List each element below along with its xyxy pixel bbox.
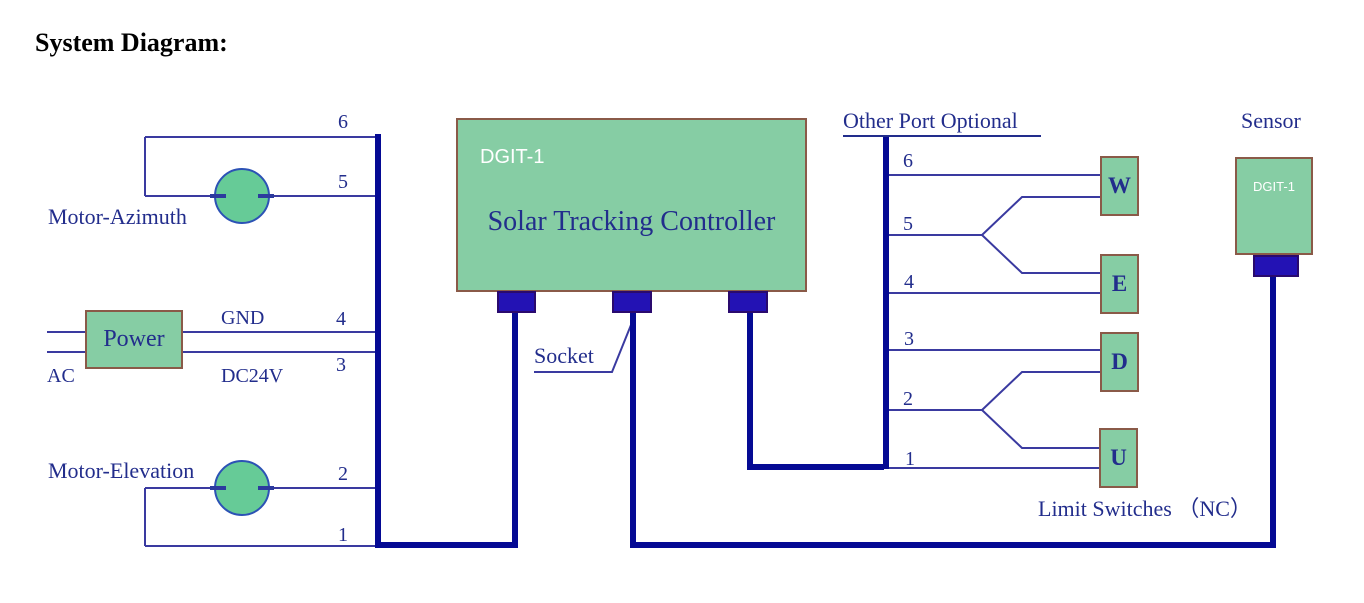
dc24v-label: DC24V (221, 365, 284, 387)
limit-switch-d-box: D (1100, 332, 1139, 392)
left-pin-1: 1 (338, 524, 348, 546)
socket-3 (728, 291, 768, 313)
limit-switch-e-box: E (1100, 254, 1139, 314)
socket-1 (497, 291, 536, 313)
motor-elevation-label: Motor-Elevation (48, 458, 195, 483)
other-port-optional-label: Other Port Optional (843, 110, 1041, 137)
right-pin-3: 3 (904, 328, 914, 350)
left-pin-5: 5 (338, 171, 348, 193)
sensor-box: DGIT-1 (1235, 157, 1313, 255)
wire-right-2-branch-d (981, 371, 1100, 411)
limit-switch-d-label: D (1111, 349, 1128, 374)
right-pin-1: 1 (905, 448, 915, 470)
left-pin-2: 2 (338, 463, 348, 485)
left-pin-4: 4 (336, 308, 346, 330)
ac-label: AC (47, 365, 75, 387)
left-pin-3: 3 (336, 354, 346, 376)
page-title: System Diagram: (35, 28, 228, 57)
sensor-model-label: DGIT-1 (1253, 179, 1295, 194)
limit-switches-label: Limit Switches （NC） (1038, 496, 1252, 521)
wire-right-5-branch-e (981, 234, 1100, 274)
right-pin-4: 4 (904, 271, 914, 293)
socket-label: Socket (534, 343, 594, 368)
right-pin-5: 5 (903, 213, 913, 235)
sensor-connector (1253, 255, 1299, 277)
sensor-label: Sensor (1241, 108, 1301, 133)
controller-name-label: Solar Tracking Controller (487, 206, 776, 237)
controller-model-label: DGIT-1 (480, 146, 545, 168)
cable-socket2-to-sensor (630, 274, 1276, 548)
motor-azimuth-label: Motor-Azimuth (48, 204, 187, 229)
right-pin-2: 2 (903, 388, 913, 410)
gnd-label: GND (221, 307, 265, 329)
power-box: Power (85, 310, 183, 369)
wire-right-5-branch-w (981, 196, 1100, 236)
limit-switch-u-box: U (1099, 428, 1138, 488)
controller-box: DGIT-1 Solar Tracking Controller (456, 118, 807, 292)
socket-pointer-line (534, 319, 634, 373)
cable-motors-to-socket1 (375, 134, 518, 548)
limit-switch-u-label: U (1110, 445, 1127, 470)
cable-socket3-to-limit-bus (747, 311, 884, 470)
limit-switch-w-label: W (1108, 173, 1131, 198)
power-label: Power (103, 326, 165, 352)
limit-switch-w-box: W (1100, 156, 1139, 216)
wire-right-2-branch-u (981, 409, 1100, 449)
socket-2 (612, 291, 652, 313)
right-pin-6: 6 (903, 150, 913, 172)
left-pin-6: 6 (338, 111, 348, 133)
limit-switch-e-label: E (1111, 271, 1128, 296)
